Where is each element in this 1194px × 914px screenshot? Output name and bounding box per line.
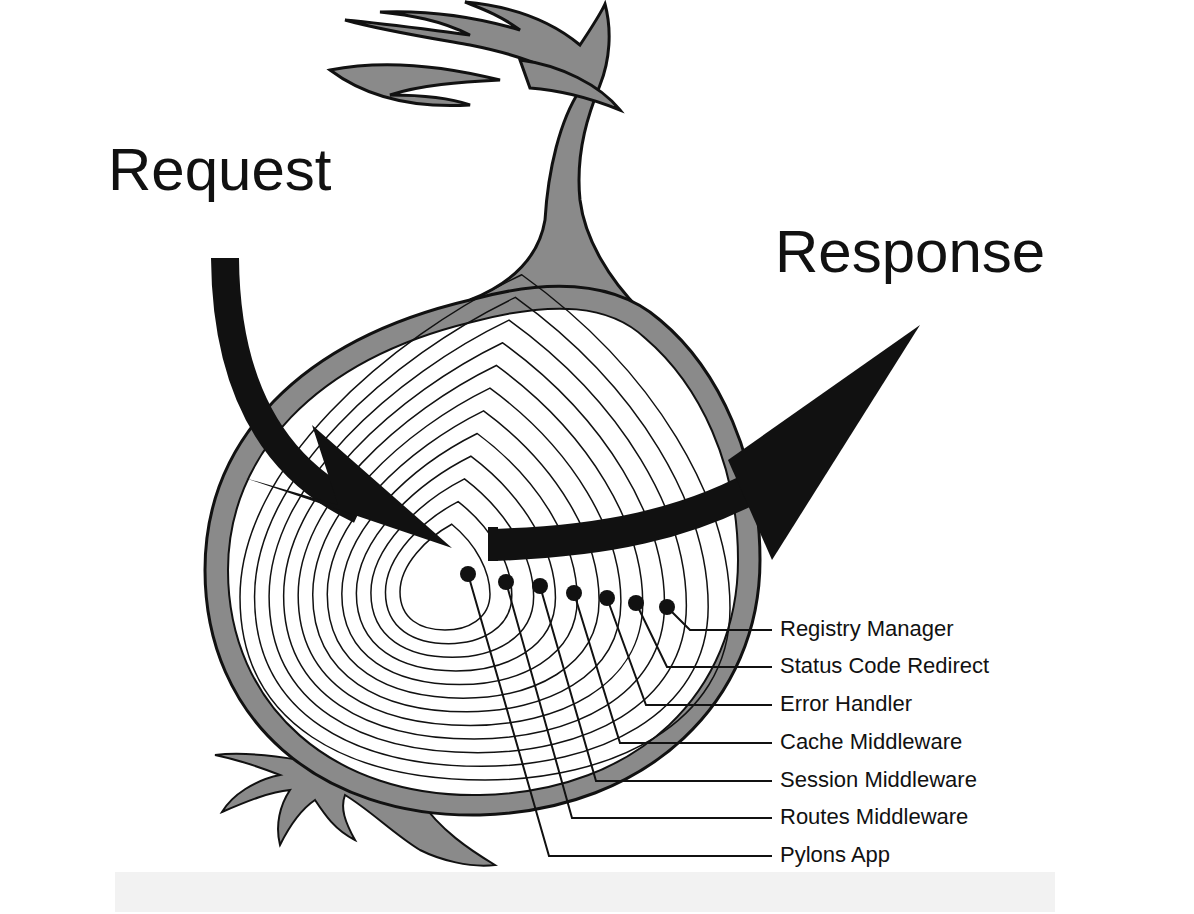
heading-label: Response xyxy=(775,222,1045,282)
response-arrow xyxy=(488,325,920,561)
layer-label: Pylons App xyxy=(780,842,890,868)
onion-flesh xyxy=(228,309,738,795)
layer-label: Session Middleware xyxy=(780,767,977,793)
onion-ring xyxy=(356,456,555,671)
layer-label: Cache Middleware xyxy=(780,729,962,755)
onion-skin xyxy=(205,286,760,815)
leader-lines xyxy=(468,574,772,856)
request-arrow xyxy=(225,258,452,548)
onion-ring xyxy=(342,434,577,685)
layer-label: Registry Manager xyxy=(780,616,954,642)
onion-ring xyxy=(400,524,490,630)
layer-label: Routes Middleware xyxy=(780,804,968,830)
onion-neck xyxy=(330,2,640,310)
heading-label: Request xyxy=(108,140,331,200)
bottom-strip xyxy=(115,872,1055,912)
layer-label: Status Code Redirect xyxy=(780,653,989,679)
callout-dots xyxy=(460,566,675,615)
layer-label: Error Handler xyxy=(780,691,912,717)
